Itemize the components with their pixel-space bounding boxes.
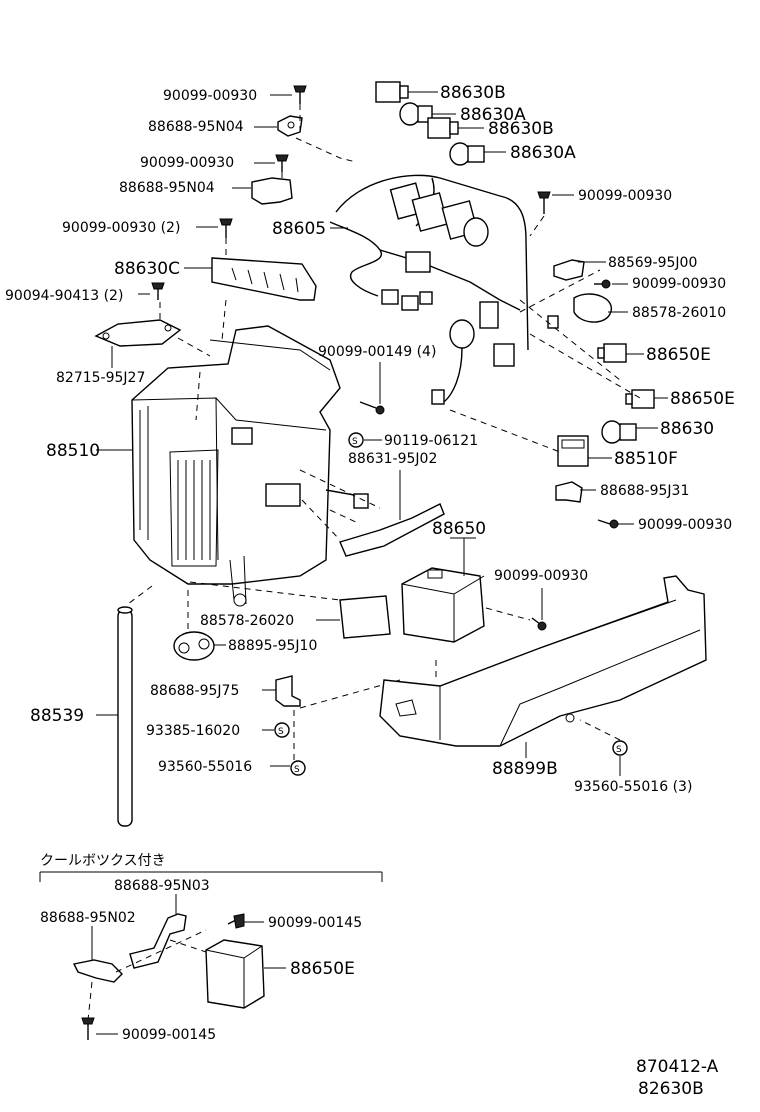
screw-icon xyxy=(81,1017,95,1040)
label-90099-00930: 90099-00930 xyxy=(578,188,672,204)
label-82715-95J27: 82715-95J27 xyxy=(56,370,145,386)
label-88688-95J75: 88688-95J75 xyxy=(150,683,239,699)
label-88510F: 88510F xyxy=(614,449,678,469)
switch-88650E-icon xyxy=(597,343,627,363)
label-88895-95J10: 88895-95J10 xyxy=(228,638,317,654)
bracket-88688-95N04-icon xyxy=(251,177,293,205)
screw-icon xyxy=(594,279,611,289)
screw-icon xyxy=(531,617,547,631)
sensor-88630A-icon xyxy=(399,102,433,126)
screw-icon xyxy=(275,154,289,172)
label-90094-90413-2: 90094-90413 (2) xyxy=(5,288,123,304)
label-88510: 88510 xyxy=(46,441,100,461)
bracket-88631-95J02-icon xyxy=(325,489,445,557)
label-88631-95J02: 88631-95J02 xyxy=(348,451,437,467)
screw-icon xyxy=(293,85,307,104)
svg-text:S: S xyxy=(278,727,284,737)
label-88688-95N03: 88688-95N03 xyxy=(114,878,210,894)
label-90099-00149-4: 90099-00149 (4) xyxy=(318,344,436,360)
bracket-88688-95N02-icon xyxy=(72,959,123,983)
bolt-s-icon: S xyxy=(348,432,364,448)
switch-88650E-icon xyxy=(625,389,655,409)
grommet-88895-95J10-icon xyxy=(173,631,215,661)
label-90099-00930: 90099-00930 xyxy=(494,568,588,584)
label-93385-16020: 93385-16020 xyxy=(146,723,240,739)
label-90099-00145: 90099-00145 xyxy=(122,1027,216,1043)
duct-88630C-icon xyxy=(211,257,317,301)
clamp-88569-95J00-icon xyxy=(553,259,585,281)
wire-harness-88605-icon xyxy=(329,174,559,405)
label-88630A: 88630A xyxy=(510,143,576,163)
label-88630: 88630 xyxy=(660,419,714,439)
label-88650E: 88650E xyxy=(670,389,735,409)
sensor-88630-icon xyxy=(601,420,637,444)
ac-unit-88510-icon xyxy=(131,325,341,607)
label-88650: 88650 xyxy=(432,519,486,539)
svg-text:S: S xyxy=(352,437,358,447)
label-88688-95N04: 88688-95N04 xyxy=(148,119,244,135)
label-88688-95N04: 88688-95N04 xyxy=(119,180,215,196)
screw-icon xyxy=(597,519,619,529)
ecu-88650-icon xyxy=(401,567,485,643)
bracket-88688-95N04-icon xyxy=(277,115,303,137)
label-88630B: 88630B xyxy=(440,83,506,103)
svg-text:S: S xyxy=(294,765,300,775)
section-title: クールボツクス付き xyxy=(40,853,166,869)
screw-icon xyxy=(227,913,245,929)
footer-code: 870412-A xyxy=(636,1057,719,1077)
bracket-88688-95N03-icon xyxy=(129,913,187,969)
switch-88630B-icon xyxy=(375,81,409,103)
label-88539: 88539 xyxy=(30,706,84,726)
bracket-88688-95J31-icon xyxy=(555,481,583,503)
label-93560-55016: 93560-55016 xyxy=(158,759,252,775)
console-box-88899B-icon xyxy=(379,575,707,747)
label-90099-00930-2: 90099-00930 (2) xyxy=(62,220,180,236)
label-88630B: 88630B xyxy=(488,119,554,139)
label-88650E: 88650E xyxy=(646,345,711,365)
label-90099-00930: 90099-00930 xyxy=(632,276,726,292)
relay-88510F-icon xyxy=(557,435,589,467)
label-90099-00930: 90099-00930 xyxy=(140,155,234,171)
drain-tube-88539-icon xyxy=(117,606,133,827)
screw-icon xyxy=(537,191,551,214)
label-88688-95N02: 88688-95N02 xyxy=(40,910,136,926)
bolt-s-icon: S xyxy=(612,740,628,756)
ecu-88650E-icon xyxy=(205,939,265,1009)
footer-code: 82630B xyxy=(638,1079,704,1099)
label-88630C: 88630C xyxy=(114,259,180,279)
label-90099-00930: 90099-00930 xyxy=(163,88,257,104)
bracket-82715-95J27-icon xyxy=(94,319,182,347)
label-88605: 88605 xyxy=(272,219,326,239)
label-90099-00145: 90099-00145 xyxy=(268,915,362,931)
screw-icon xyxy=(219,218,233,238)
label-88630A: 88630A xyxy=(460,105,526,125)
bolt-s-icon: S xyxy=(274,722,290,738)
label-88578-26020: 88578-26020 xyxy=(200,613,294,629)
label-88650E: 88650E xyxy=(290,959,355,979)
label-90099-00930: 90099-00930 xyxy=(638,517,732,533)
switch-88630B-icon xyxy=(427,117,459,139)
pad-88578-26020-icon xyxy=(339,595,391,639)
label-90119-06121: 90119-06121 xyxy=(384,433,478,449)
label-93560-55016-3: 93560-55016 (3) xyxy=(574,779,692,795)
sensor-88630A-icon xyxy=(449,142,485,166)
screw-icon xyxy=(359,401,385,415)
svg-text:S: S xyxy=(616,745,622,755)
label-88578-26010: 88578-26010 xyxy=(632,305,726,321)
screw-icon xyxy=(151,282,165,300)
bolt-s-icon: S xyxy=(290,760,306,776)
label-88899B: 88899B xyxy=(492,759,558,779)
bracket-88688-95J75-icon xyxy=(275,675,301,707)
clip-88578-26010-icon xyxy=(573,293,613,323)
label-88569-95J00: 88569-95J00 xyxy=(608,255,697,271)
label-88688-95J31: 88688-95J31 xyxy=(600,483,689,499)
